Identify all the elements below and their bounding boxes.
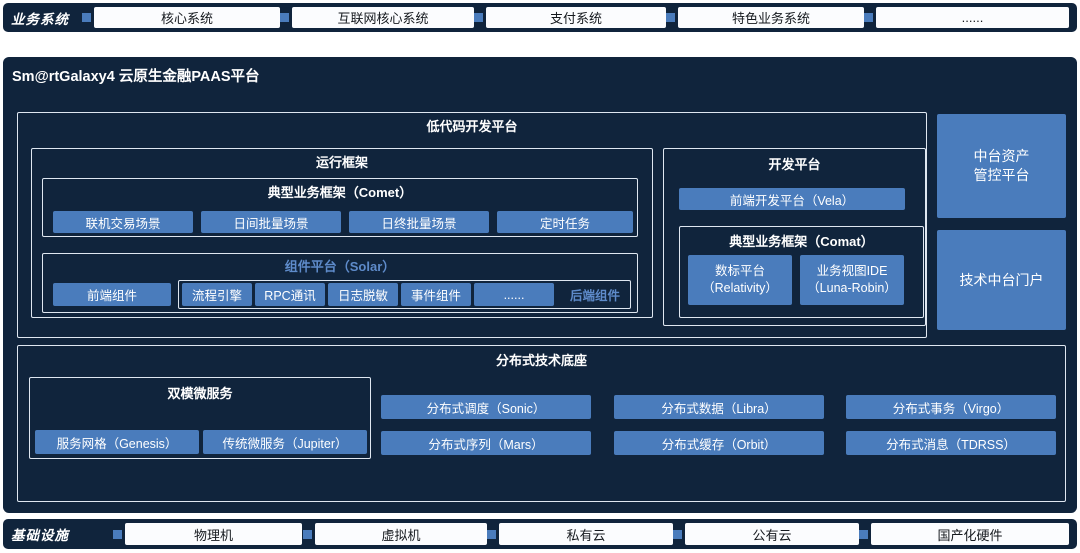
- runtime-framework-section: 运行框架 典型业务框架（Comet） 联机交易场景 日间批量场景 日终批量场景 …: [31, 148, 653, 318]
- bullet-icon: [864, 13, 873, 22]
- bullet-icon: [487, 530, 496, 539]
- business-systems-bar: 业务系统 核心系统 互联网核心系统 支付系统 特色业务系统 ......: [3, 3, 1077, 32]
- bullet-icon: [666, 13, 675, 22]
- chip-scheduled-task: 定时任务: [497, 211, 633, 233]
- chip-luna-robin: 业务视图IDE （Luna-Robin）: [800, 255, 904, 305]
- asset-management-box: 中台资产 管控平台: [937, 114, 1066, 218]
- infra-private-cloud: 私有云: [499, 523, 673, 545]
- dev-platform-title: 开发平台: [768, 157, 821, 172]
- chip-rpc: RPC通讯: [255, 283, 325, 306]
- bullet-icon: [82, 13, 91, 22]
- business-systems-label: 业务系统: [11, 11, 69, 27]
- chip-vela: 前端开发平台（Vela）: [679, 188, 905, 210]
- platform-title: Sm@rtGalaxy4 云原生金融PAAS平台: [12, 69, 260, 85]
- comat-framework-group: 典型业务框架（Comat） 数标平台 （Relativity） 业务视图IDE …: [679, 226, 924, 318]
- lowcode-platform-section: 低代码开发平台 运行框架 典型业务框架（Comet） 联机交易场景 日间批量场景…: [17, 112, 927, 338]
- chip-sonic: 分布式调度（Sonic）: [381, 395, 591, 419]
- business-system-special: 特色业务系统: [678, 7, 864, 28]
- backend-components-group: 流程引擎 RPC通讯 日志脱敏 事件组件 ...... 后端组件: [178, 280, 631, 309]
- chip-tdrss: 分布式消息（TDRSS）: [846, 431, 1056, 455]
- bullet-icon: [859, 530, 868, 539]
- bullet-icon: [113, 530, 122, 539]
- bullet-icon: [303, 530, 312, 539]
- chip-jupiter: 传统微服务（Jupiter）: [203, 430, 367, 454]
- chip-genesis: 服务网格（Genesis）: [35, 430, 199, 454]
- lowcode-platform-title: 低代码开发平台: [426, 119, 518, 134]
- chip-log-masking: 日志脱敏: [328, 283, 398, 306]
- business-system-core: 核心系统: [94, 7, 280, 28]
- infra-physical-machine: 物理机: [125, 523, 302, 545]
- bullet-icon: [280, 13, 289, 22]
- chip-libra: 分布式数据（Libra）: [614, 395, 824, 419]
- distributed-base-title: 分布式技术底座: [495, 353, 587, 368]
- dual-mode-title: 双模微服务: [167, 386, 233, 401]
- dev-platform-section: 开发平台 前端开发平台（Vela） 典型业务框架（Comat） 数标平台 （Re…: [663, 148, 926, 326]
- bullet-icon: [474, 13, 483, 22]
- infra-domestic-hardware: 国产化硬件: [871, 523, 1069, 545]
- paas-platform-panel: Sm@rtGalaxy4 云原生金融PAAS平台 低代码开发平台 运行框架 典型…: [3, 57, 1077, 513]
- business-system-more: ......: [876, 7, 1069, 28]
- solar-platform-title: 组件平台（Solar）: [284, 259, 396, 274]
- chip-orbit: 分布式缓存（Orbit）: [614, 431, 824, 455]
- chip-online-transaction: 联机交易场景: [53, 211, 193, 233]
- backend-components-label: 后端组件: [569, 289, 620, 303]
- chip-intraday-batch: 日间批量场景: [201, 211, 341, 233]
- infrastructure-bar: 基础设施 物理机 虚拟机 私有云 公有云 国产化硬件: [3, 519, 1077, 549]
- runtime-framework-title: 运行框架: [315, 155, 368, 170]
- tech-portal-box: 技术中台门户: [937, 230, 1066, 330]
- comet-framework-title: 典型业务框架（Comet）: [267, 185, 413, 200]
- chip-mars: 分布式序列（Mars）: [381, 431, 591, 455]
- infra-public-cloud: 公有云: [685, 523, 859, 545]
- business-system-internet-core: 互联网核心系统: [292, 7, 474, 28]
- infrastructure-label: 基础设施: [11, 528, 69, 543]
- chip-process-engine: 流程引擎: [182, 283, 252, 306]
- solar-platform-group: 组件平台（Solar） 前端组件 流程引擎 RPC通讯 日志脱敏 事件组件 ..…: [42, 253, 638, 313]
- chip-virgo: 分布式事务（Virgo）: [846, 395, 1056, 419]
- chip-frontend-component: 前端组件: [53, 283, 171, 306]
- bullet-icon: [673, 530, 682, 539]
- chip-relativity: 数标平台 （Relativity）: [688, 255, 792, 305]
- infra-virtual-machine: 虚拟机: [315, 523, 487, 545]
- chip-event-component: 事件组件: [401, 283, 471, 306]
- business-system-payment: 支付系统: [486, 7, 666, 28]
- comat-framework-title: 典型业务框架（Comat）: [729, 234, 874, 249]
- dual-mode-microservice-group: 双模微服务 服务网格（Genesis） 传统微服务（Jupiter）: [29, 377, 371, 459]
- chip-ellipsis: ......: [474, 283, 554, 306]
- chip-eod-batch: 日终批量场景: [349, 211, 489, 233]
- distributed-base-section: 分布式技术底座 双模微服务 服务网格（Genesis） 传统微服务（Jupite…: [17, 345, 1066, 502]
- comet-framework-group: 典型业务框架（Comet） 联机交易场景 日间批量场景 日终批量场景 定时任务: [42, 178, 638, 237]
